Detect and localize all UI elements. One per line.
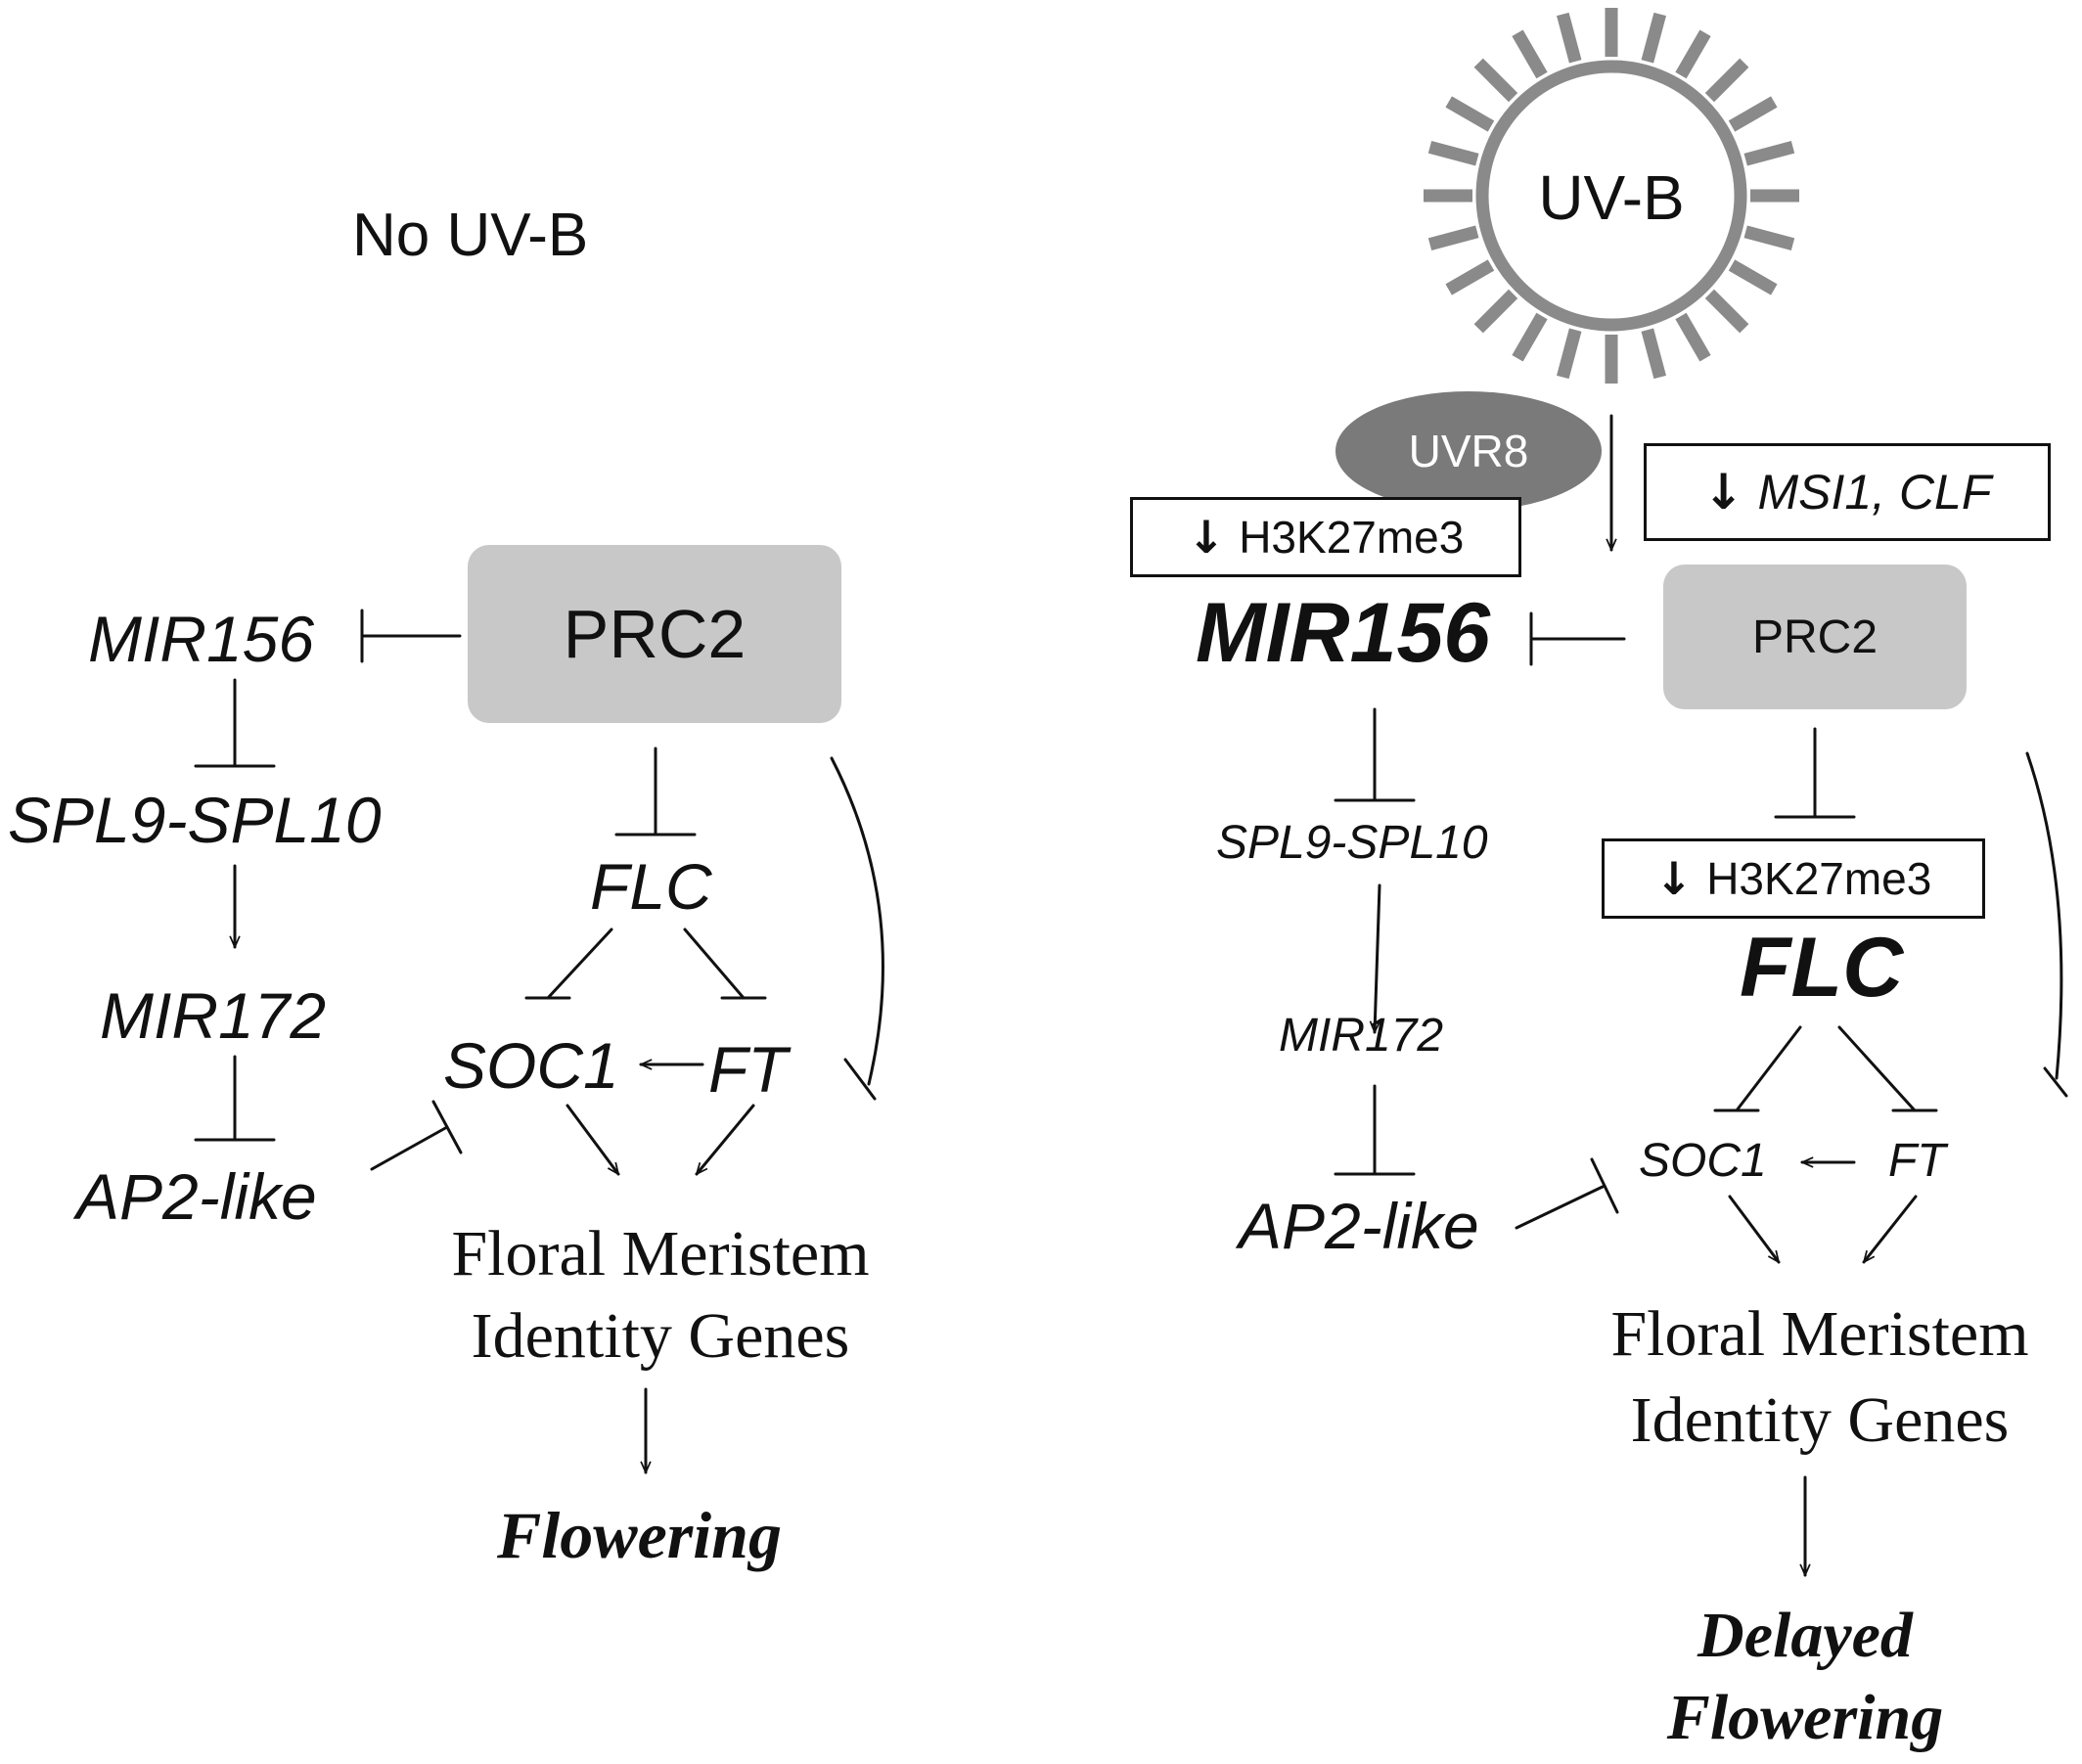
left-outcome-label: Flowering <box>497 1498 782 1572</box>
sun-ray <box>1473 289 1518 334</box>
right-flc-inhibits-ft <box>1837 1025 1917 1112</box>
right-ap2-label: AP2-like <box>1239 1190 1479 1262</box>
left-ft-activates-fmi <box>695 1104 755 1174</box>
right-flc-label: FLC <box>1740 921 1904 1015</box>
sun-ray <box>1512 312 1548 362</box>
right-mir156-label: MIR156 <box>1196 586 1491 680</box>
right-fmi-line2: Identity Genes <box>1630 1384 2010 1456</box>
down-arrow-icon: ↓ <box>1654 852 1694 905</box>
sun-ray <box>1557 12 1582 64</box>
sun-ray <box>1512 29 1548 79</box>
right-fmi-label: Floral Meristem Identity Genes <box>1556 1291 2082 1464</box>
sun-ray <box>1641 328 1666 380</box>
sun-ray <box>1445 259 1495 295</box>
right-ft-label: FT <box>1888 1135 1946 1187</box>
msi-clf-box: ↓ MSI1, CLF <box>1644 443 2051 541</box>
right-fmi-line1: Floral Meristem <box>1610 1298 2029 1370</box>
h3k27me3-text-mir156: H3K27me3 <box>1239 512 1465 563</box>
left-mir156-label: MIR156 <box>88 603 315 675</box>
sun-ray <box>1743 225 1795 250</box>
left-flc-inhibits-soc1 <box>546 927 613 1000</box>
right-prc2-inhibits-curve <box>2025 751 2063 1080</box>
sun-ray <box>1704 289 1749 334</box>
sun-ray <box>1427 141 1479 166</box>
right-connectors <box>1334 414 2068 1577</box>
msi-clf-text: MSI1, CLF <box>1757 465 1992 520</box>
left-fmi-line1: Floral Meristem <box>451 1218 870 1289</box>
uvb-sun-label: UV-B <box>1538 162 1685 233</box>
left-fmi-label: Floral Meristem Identity Genes <box>396 1213 925 1378</box>
right-soc1-activates-fmi <box>1728 1195 1781 1262</box>
right-spl-activates-mir172 <box>1375 883 1381 1032</box>
sun-ray <box>1557 328 1582 380</box>
left-ap2-label: AP2-like <box>76 1160 317 1233</box>
left-prc2-label: PRC2 <box>563 596 747 672</box>
uvb-sun-rays <box>1424 8 1799 384</box>
h3k27me3-text-flc: H3K27me3 <box>1706 853 1932 904</box>
sun-ray <box>1675 29 1711 79</box>
left-ap2-inhibits-soc1 <box>370 1125 449 1171</box>
sun-ray <box>1743 141 1795 166</box>
right-soc1-label: SOC1 <box>1639 1135 1767 1187</box>
left-fmi-line2: Identity Genes <box>471 1300 850 1372</box>
sun-ray <box>1445 96 1495 132</box>
left-connectors <box>194 609 884 1474</box>
left-prc2-inhibits-ft-curve <box>830 756 884 1086</box>
sun-ray <box>1473 58 1518 103</box>
left-flc-inhibits-ft <box>683 927 746 1000</box>
right-prc2-box: PRC2 <box>1663 565 1967 709</box>
right-prc2-label: PRC2 <box>1751 611 1878 663</box>
down-arrow-icon: ↓ <box>1187 511 1226 564</box>
sun-ray <box>1728 96 1778 132</box>
left-condition-label: No UV-B <box>352 202 589 269</box>
right-ap2-inhibits-soc1 <box>1515 1184 1607 1230</box>
sun-ray <box>1641 12 1666 64</box>
sun-ray <box>1675 312 1711 362</box>
left-ft-label: FT <box>708 1033 788 1106</box>
sun-ray <box>1704 58 1749 103</box>
right-outcome-line2: Flowering <box>1666 1682 1944 1753</box>
left-flc-label: FLC <box>590 850 712 923</box>
right-spl-label: SPL9-SPL10 <box>1216 817 1488 869</box>
right-mir172-label: MIR172 <box>1279 1010 1444 1062</box>
sun-ray <box>1728 259 1778 295</box>
uvr8-ellipse: UVR8 <box>1335 391 1602 511</box>
left-soc1-activates-fmi <box>566 1104 620 1174</box>
uvb-sun-disc <box>1475 60 1747 332</box>
right-outcome-line1: Delayed <box>1697 1600 1913 1671</box>
down-arrow-icon: ↓ <box>1702 464 1744 520</box>
left-mir172-label: MIR172 <box>100 979 327 1052</box>
left-spl-label: SPL9-SPL10 <box>8 784 382 856</box>
right-ft-activates-fmi <box>1862 1195 1918 1262</box>
right-flc-inhibits-soc1 <box>1735 1025 1802 1112</box>
h3k27me3-box-flc: ↓ H3K27me3 <box>1602 838 1985 919</box>
h3k27me3-box-mir156: ↓ H3K27me3 <box>1130 497 1521 577</box>
sun-ray <box>1427 225 1479 250</box>
left-prc2-box: PRC2 <box>468 545 841 723</box>
uvr8-label: UVR8 <box>1408 426 1529 476</box>
left-soc1-label: SOC1 <box>443 1029 619 1102</box>
right-outcome-label: Delayed Flowering <box>1624 1595 1986 1759</box>
